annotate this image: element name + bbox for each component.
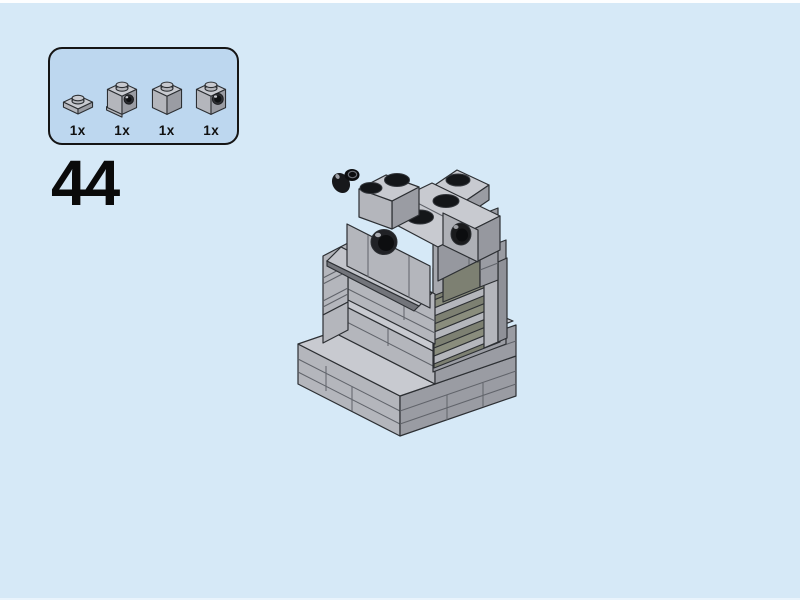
part-count-label: 1x	[203, 123, 220, 139]
part-slot-brick-1x1-side-stud: 1x	[190, 73, 234, 139]
part-slot-brick-1x1: 1x	[145, 73, 189, 139]
step-number: 44	[51, 147, 120, 219]
parts-panel: 1x 1x	[48, 47, 239, 145]
black-piece	[331, 169, 360, 194]
part-slot-brick-1x1-headlight: 1x	[101, 73, 145, 139]
part-count-label: 1x	[114, 123, 131, 139]
part-count-label: 1x	[69, 123, 86, 139]
plate-1x1-icon	[62, 94, 93, 115]
brick-1x1-icon	[151, 81, 182, 116]
brick-1x1-side-stud-icon	[196, 81, 227, 116]
part-slot-plate-1x1: 1x	[56, 73, 100, 139]
brick-1x1-headlight-icon	[106, 81, 138, 118]
page-bottom-edge	[0, 598, 800, 600]
page-top-edge	[0, 0, 800, 3]
part-count-label: 1x	[158, 123, 175, 139]
